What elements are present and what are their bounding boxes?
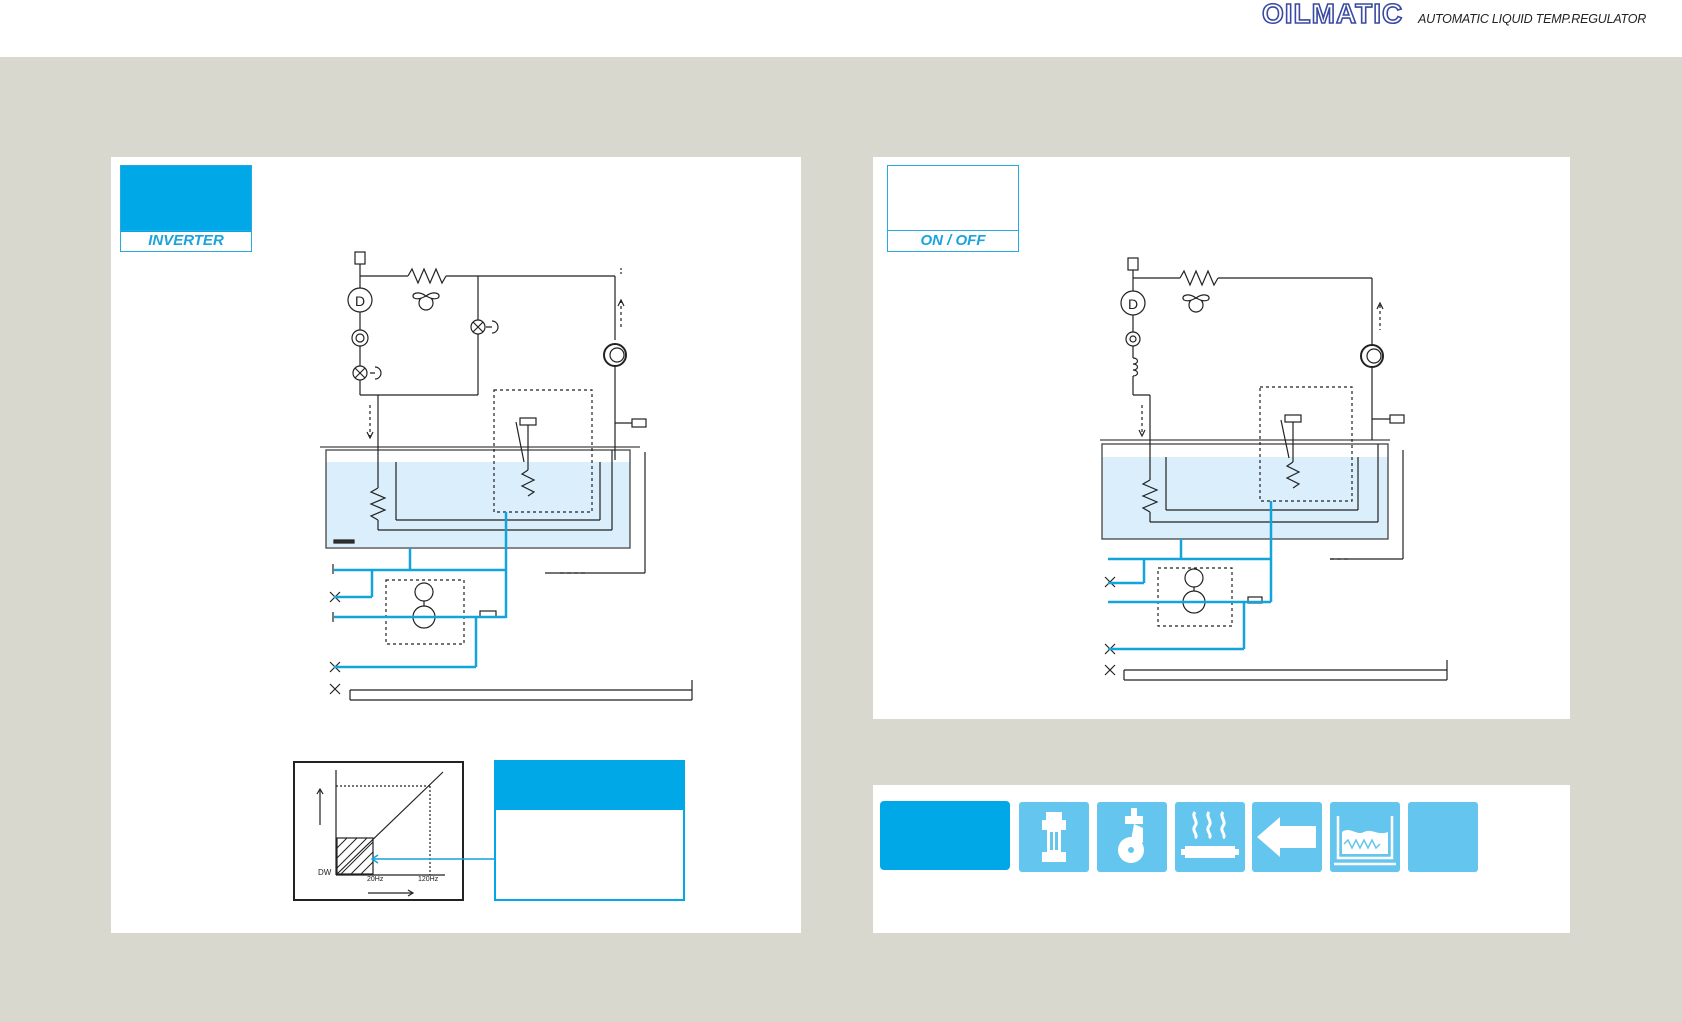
brand-logo: OILMATIC: [1261, 0, 1404, 29]
inverter-badge-label: INVERTER: [121, 230, 251, 251]
feature-tile-main: [880, 801, 1010, 870]
frequency-graph: [293, 761, 494, 901]
header-bar: OILMATIC AUTOMATIC LIQUID TEMP.REGULATOR: [0, 0, 1682, 57]
blank-tile: [1408, 802, 1478, 872]
graph-y-label: DW: [318, 868, 332, 877]
graph-x-tick-120hz: 120Hz: [418, 876, 439, 883]
onoff-refrigeration-circuit: D: [1100, 257, 1448, 681]
brand-tagline: AUTOMATIC LIQUID TEMP.REGULATOR: [1418, 12, 1647, 26]
graph-x-tick-20hz: 20Hz: [367, 876, 384, 883]
inverter-oil-lines: [334, 512, 508, 669]
tank-heater-icon: [1330, 802, 1400, 872]
svg-text:D: D: [1128, 296, 1138, 312]
onoff-badge: ON / OFF: [887, 165, 1019, 252]
svg-text:D: D: [355, 293, 365, 309]
onoff-badge-label: ON / OFF: [888, 230, 1018, 251]
filter-icon: [1019, 802, 1089, 872]
arrow-left-icon: [1252, 802, 1322, 872]
frequency-callout-box: [494, 760, 685, 901]
onoff-oil-lines: [1108, 501, 1273, 651]
inverter-refrigeration-circuit: D: [320, 251, 693, 701]
inverter-badge: INVERTER: [120, 165, 252, 252]
onoff-panel: [873, 157, 1570, 719]
caster-wheel-icon: [1097, 802, 1167, 872]
heater-icon: [1175, 802, 1245, 872]
